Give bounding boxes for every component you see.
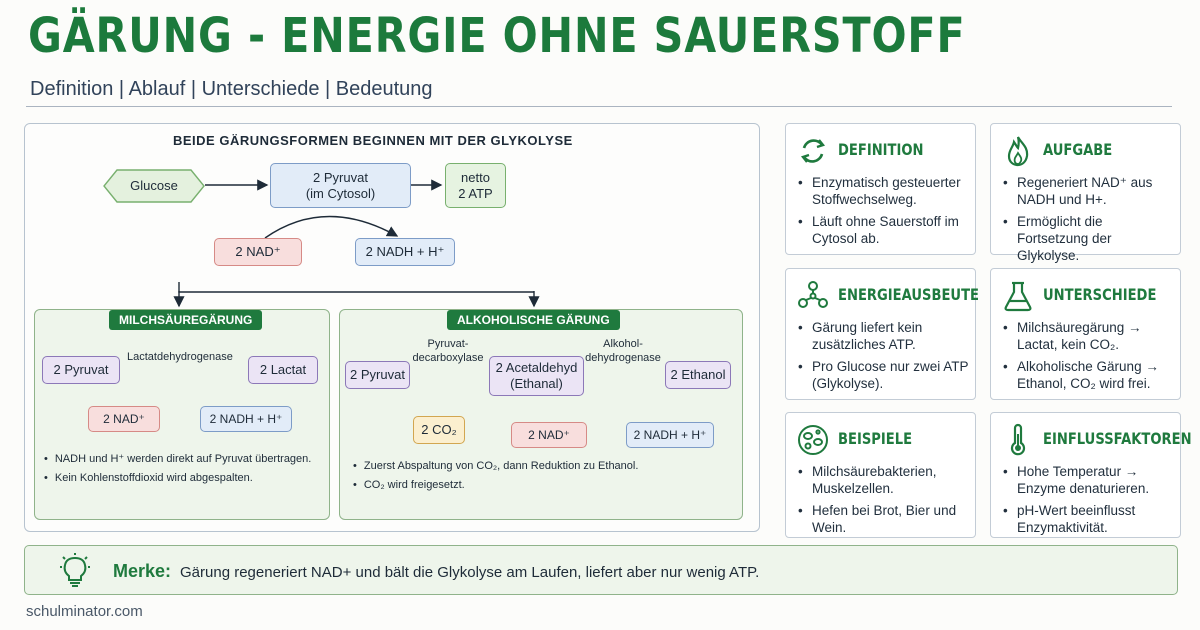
card-bullet: Hohe Temperatur → Enzyme denaturieren. [1001, 463, 1177, 497]
card-bullet: Hefen bei Brot, Bier und Wein. [796, 502, 972, 536]
milch-note-2: Kein Kohlenstoffdioxid wird abgespalten. [44, 469, 311, 488]
lactat-node: 2 Lactat [248, 356, 318, 384]
pyruvat-node: 2 Pyruvat (im Cytosol) [270, 163, 411, 208]
merke-text: Gärung regeneriert NAD+ und bält die Gly… [180, 564, 760, 581]
card-unterschiede: UNTERSCHIEDE Milchsäuregärung → Lactat, … [990, 268, 1181, 400]
card-title: DEFINITION [838, 140, 924, 159]
acetaldehyd-node: 2 Acetaldehyd (Ethanal) [489, 356, 584, 396]
card-title: ENERGIEAUSBEUTE [838, 285, 980, 304]
merke-label: Merke: [113, 561, 172, 581]
card-bullet: Alkoholische Gärung → Ethanol, CO₂ wird … [1001, 358, 1177, 392]
milch-nadh-node: 2 NADH + H⁺ [200, 406, 292, 432]
alk-notes: Zuerst Abspaltung von CO₂, dann Reduktio… [353, 457, 639, 495]
card-bullets: Enzymatisch gesteuerter Stoffwechselweg.… [796, 174, 972, 252]
alkoholdehydrogenase-label: Alkohol- dehydrogenase [585, 337, 661, 365]
cycle-icon [800, 139, 826, 163]
alk-note-1: Zuerst Abspaltung von CO₂, dann Reduktio… [353, 457, 639, 476]
page-title: GÄRUNG - ENERGIE OHNE SAUERSTOFF [28, 8, 966, 64]
card-energieausbeute: ENERGIEAUSBEUTE Gärung liefert kein zusä… [785, 268, 980, 400]
alkoholdehydrogenase-line1: Alkohol- [603, 338, 643, 350]
card-aufgabe: AUFGABE Regeneriert NAD⁺ aus NADH und H+… [990, 123, 1181, 263]
card-bullets: Gärung liefert kein zusätzliches ATP. Pr… [796, 319, 972, 397]
merke-box: Merke: Gärung regeneriert NAD+ und bält … [24, 545, 1178, 595]
pyruvatdecarboxylase-line2: decarboxylase [412, 352, 484, 364]
lactatdehydrogenase-label: Lactatdehydrogenase [127, 351, 233, 363]
card-definition: DEFINITION Enzymatisch gesteuerter Stoff… [785, 123, 976, 255]
atp-label-value: 2 ATP [458, 185, 493, 201]
card-title: BEISPIELE [838, 429, 913, 448]
nadh-node: 2 NADH + H⁺ [355, 238, 455, 266]
card-bullets: Hohe Temperatur → Enzyme denaturieren. p… [1001, 463, 1177, 541]
atp-label-netto: netto [461, 169, 490, 185]
milch-note-1: NADH und H⁺ werden direkt auf Pyruvat üb… [44, 450, 312, 469]
flame-icon [1007, 136, 1029, 167]
card-title: EINFLUSSFAKTOREN [1043, 429, 1192, 448]
glucose-node: Glucose [130, 178, 178, 193]
bacteria-icon [798, 425, 828, 455]
card-bullet: Milchsäuregärung → Lactat, kein CO₂. [1001, 319, 1177, 353]
card-einflussfaktoren: EINFLUSSFAKTOREN Hohe Temperatur → Enzym… [990, 412, 1192, 541]
pyruvat-location: (im Cytosol) [305, 185, 376, 201]
card-bullet: Läuft ohne Sauerstoff im Cytosol ab. [796, 213, 972, 247]
alk-nadh-node: 2 NADH + H⁺ [626, 422, 714, 448]
atp-node: netto 2 ATP [445, 163, 506, 208]
molecule-icon [798, 281, 828, 308]
card-title: AUFGABE [1043, 140, 1113, 159]
ethanol-node: 2 Ethanol [665, 361, 731, 389]
co2-node: 2 CO₂ [413, 416, 465, 444]
milchsaeure-tag: MILCHSÄUREGÄRUNG [109, 310, 263, 330]
flow-heading: BEIDE GÄRUNGSFORMEN BEGINNEN MIT DER GLY… [173, 133, 573, 148]
card-bullet: Milchsäurebakterien, Muskelzellen. [796, 463, 972, 497]
card-bullets: Milchsäurebakterien, Muskelzellen. Hefen… [796, 463, 972, 541]
milch-notes: NADH und H⁺ werden direkt auf Pyruvat üb… [44, 450, 312, 488]
card-bullet: Pro Glucose nur zwei ATP (Glykolyse). [796, 358, 972, 392]
card-title: UNTERSCHIEDE [1043, 285, 1157, 304]
alk-nad-node: 2 NAD⁺ [511, 422, 587, 448]
card-bullet: Regeneriert NAD⁺ aus NADH und H+. [1001, 174, 1177, 208]
card-bullets: Milchsäuregärung → Lactat, kein CO₂. Alk… [1001, 319, 1177, 397]
alkoholdehydrogenase-line2: dehydrogenase [585, 352, 661, 364]
acetaldehyd-label: 2 Acetaldehyd [495, 360, 578, 375]
glucose-hexagon-shape [103, 169, 205, 203]
footer-brand: schulminator.com [26, 603, 143, 620]
card-bullet: Enzymatisch gesteuerter Stoffwechselweg. [796, 174, 972, 208]
page-subtitle: Definition | Ablauf | Unterschiede | Bed… [30, 78, 433, 100]
card-bullet: Gärung liefert kein zusätzliches ATP. [796, 319, 972, 353]
pyruvatdecarboxylase-label: Pyruvat- decarboxylase [412, 337, 484, 365]
milch-nad-node: 2 NAD⁺ [88, 406, 160, 432]
lightbulb-icon [60, 553, 90, 587]
pyruvat-label: 2 Pyruvat [313, 169, 368, 185]
card-beispiele: BEISPIELE Milchsäurebakterien, Muskelzel… [785, 412, 976, 538]
glykolyse-flow-panel: BEIDE GÄRUNGSFORMEN BEGINNEN MIT DER GLY… [24, 123, 760, 532]
header-divider [26, 106, 1172, 107]
thermometer-icon [1010, 423, 1026, 456]
ethanal-label: (Ethanal) [510, 376, 563, 391]
nad-node: 2 NAD⁺ [214, 238, 302, 266]
alk-pyruvat-node: 2 Pyruvat [345, 361, 410, 389]
flask-icon [1004, 281, 1032, 312]
milch-pyruvat-node: 2 Pyruvat [42, 356, 120, 384]
card-bullets: Regeneriert NAD⁺ aus NADH und H+. Ermögl… [1001, 174, 1177, 269]
pyruvatdecarboxylase-line1: Pyruvat- [427, 338, 469, 350]
alk-note-2: CO₂ wird freigesetzt. [353, 476, 638, 495]
card-bullet: pH-Wert beeinflusst Enzymaktivität. [1001, 502, 1177, 536]
card-bullet: Ermöglicht die Fortsetzung der Glykolyse… [1001, 213, 1177, 264]
alkohol-tag: ALKOHOLISCHE GÄRUNG [447, 310, 620, 330]
